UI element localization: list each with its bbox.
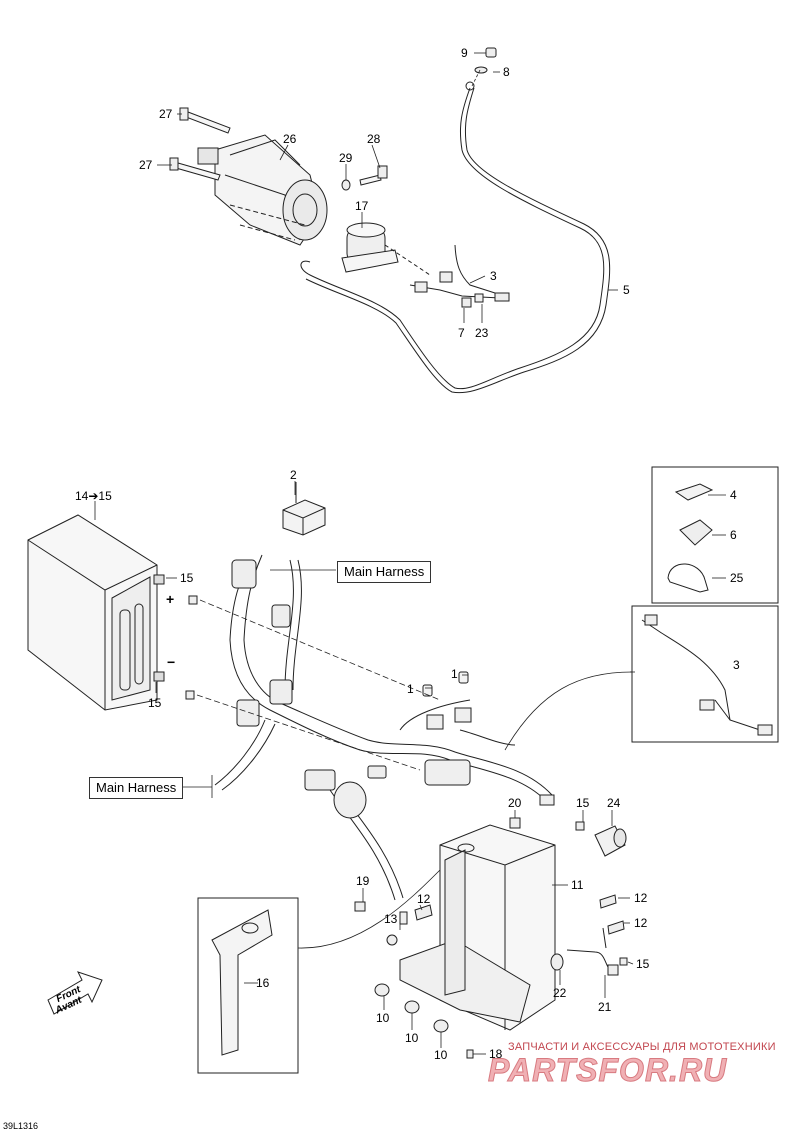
callout-7: 7 (458, 326, 465, 340)
plus-sign: + (166, 591, 175, 607)
callout-27-upper: 27 (159, 107, 173, 121)
callout-1-left: 1 (407, 682, 414, 696)
bolt-12-left (414, 904, 433, 921)
callout-15-negative: 15 (148, 696, 162, 710)
cable-3-top (409, 244, 510, 302)
watermark-caption: ЗАПЧАСТИ И АКСЕССУАРЫ ДЛЯ МОТОТЕХНИКИ (508, 1041, 776, 1053)
nut-9 (485, 47, 497, 58)
main-harness-label-top: Main Harness (337, 561, 432, 583)
main-harness-label-left: Main Harness (89, 777, 184, 799)
nut-15-harness (575, 821, 585, 831)
main-harness (214, 554, 553, 901)
callout-5: 5 (623, 283, 630, 297)
callout-16: 16 (256, 976, 270, 990)
callout-3-top: 3 (490, 269, 497, 283)
callout-27-lower: 27 (139, 158, 153, 172)
callout-12-right-lower: 12 (634, 916, 648, 930)
callout-19: 19 (356, 874, 370, 888)
callout-15-positive: 15 (180, 571, 194, 585)
starter-motor-26 (197, 134, 328, 246)
bolt-28 (359, 165, 388, 186)
callout-8: 8 (503, 65, 510, 79)
bolt-12-right-upper (599, 894, 617, 909)
grommet-10-c (433, 1019, 449, 1033)
callout-25: 25 (730, 571, 744, 585)
battery-14 (27, 514, 158, 711)
starter-solenoid-17 (341, 222, 431, 276)
screw-18 (466, 1049, 474, 1059)
callout-10-a: 10 (376, 1011, 390, 1025)
bolt-27-upper (179, 107, 231, 134)
bolt-19 (354, 901, 366, 912)
wire-harness-5 (300, 81, 611, 394)
ground-cable-21 (566, 927, 619, 976)
callout-6: 6 (730, 528, 737, 542)
bolt-12-right-lower (607, 920, 625, 935)
fuse-1-left (422, 684, 433, 697)
callout-15-harness: 15 (576, 796, 590, 810)
callout-14-15: 14➔15 (75, 489, 112, 503)
minus-sign: − (167, 654, 176, 670)
callout-13: 13 (384, 912, 398, 926)
callout-24: 24 (607, 796, 621, 810)
terminal-nut-positive (188, 595, 198, 605)
callout-12-right-upper: 12 (634, 891, 648, 905)
nut-15-ground (619, 957, 628, 966)
nut-23 (474, 293, 484, 303)
grommet-10-a (374, 983, 390, 997)
harness-connector-terminal (539, 794, 555, 806)
callout-10-b: 10 (405, 1031, 419, 1045)
battery-terminal-negative (153, 671, 165, 682)
leader-lines (94, 52, 726, 1055)
bolt-27-lower (169, 157, 221, 181)
callout-20: 20 (508, 796, 522, 810)
washer-8 (474, 66, 488, 74)
callout-3-inset: 3 (733, 658, 740, 672)
callout-11: 11 (571, 878, 584, 892)
callout-22: 22 (553, 986, 567, 1000)
nut-20 (509, 817, 521, 829)
callout-21: 21 (598, 1000, 612, 1014)
callout-1-right: 1 (451, 667, 458, 681)
callout-26: 26 (283, 132, 297, 146)
fuse-1-right (458, 671, 469, 684)
inset-cable-3 (631, 605, 779, 743)
callout-28: 28 (367, 132, 381, 146)
clip-13 (399, 911, 408, 925)
star-washer (386, 934, 398, 946)
front-arrow (47, 971, 103, 1015)
inset-bracket-16 (197, 897, 299, 1074)
callout-15-ground: 15 (636, 957, 650, 971)
callout-2: 2 (290, 468, 297, 482)
callout-23: 23 (475, 326, 489, 340)
callout-29: 29 (339, 151, 353, 165)
nut-7 (461, 297, 472, 308)
washer-29 (341, 179, 351, 191)
terminal-cap-24 (594, 825, 627, 857)
callout-4: 4 (730, 488, 737, 502)
relay-2 (282, 482, 326, 536)
callout-18: 18 (489, 1047, 503, 1061)
drawing-code: 39L1316 (3, 1121, 39, 1131)
battery-terminal-positive (153, 574, 165, 585)
watermark-logo: PARTSFOR.RU (487, 1052, 728, 1089)
callout-12-left: 12 (417, 892, 431, 906)
grommet-10-b (404, 1000, 420, 1014)
callout-9: 9 (461, 46, 468, 60)
callout-17: 17 (355, 199, 369, 213)
callout-10-c: 10 (434, 1048, 448, 1062)
battery-tray-11 (399, 824, 556, 1031)
washer-22 (550, 953, 564, 971)
terminal-nut-negative (185, 690, 195, 700)
